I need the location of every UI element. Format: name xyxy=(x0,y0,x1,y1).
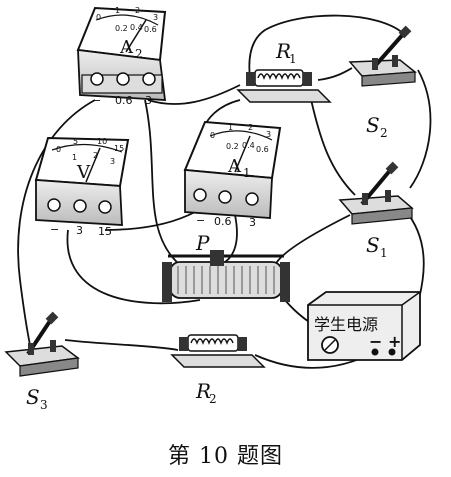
rheostat-p: P xyxy=(162,231,290,302)
r1-letter: R xyxy=(275,39,291,63)
r2-letter: R xyxy=(195,379,211,403)
r1-subscript: 1 xyxy=(289,52,297,66)
wire-r1-to-s2 xyxy=(317,67,353,81)
voltmeter-symbol: V xyxy=(76,162,91,183)
a2-tick-small-2: 0.6 xyxy=(144,25,157,34)
v-tick-small-3: 3 xyxy=(110,157,115,166)
wire-v15-to-a1 xyxy=(104,211,196,231)
a1-tick-small-2: 0.6 xyxy=(256,145,269,154)
power-supply-minus: − xyxy=(369,332,382,351)
wire-s2-right-to-s1 xyxy=(409,69,432,189)
wire-a2-left-down xyxy=(17,99,96,346)
s1-letter: S xyxy=(366,233,380,257)
power-supply-label: 学生电源 xyxy=(314,315,378,334)
wire-a2-to-r1 xyxy=(147,84,241,105)
a2-tick-2: 2 xyxy=(135,6,140,15)
r2-subscript: 2 xyxy=(209,392,217,406)
a1-tick-2: 2 xyxy=(248,123,253,132)
wire-r1-right-to-s1 xyxy=(309,94,356,196)
wire-voltmeter-to-rheostat xyxy=(66,229,201,305)
switch-s1: S 1 xyxy=(338,161,414,260)
a2-subscript: 2 xyxy=(135,47,143,61)
v-tick-small-1: 1 xyxy=(72,153,77,162)
v-tick-small-2: 2 xyxy=(93,151,98,160)
a1-tick-3: 3 xyxy=(266,130,271,139)
s3-letter: S xyxy=(26,385,40,409)
resistor-r1: R 1 xyxy=(236,39,332,103)
rheostat-letter: P xyxy=(195,231,210,255)
a2-tick-3: 3 xyxy=(153,13,158,22)
v-tick-5: 5 xyxy=(73,137,78,146)
wire-s1-to-rheostat xyxy=(274,214,351,266)
a2-terminal-06: 0.6 xyxy=(115,94,133,107)
s3-subscript: 3 xyxy=(40,398,48,412)
wire-a1-to-rheostat xyxy=(224,214,238,263)
voltmeter: 0 5 10 15 1 2 3 V − 3 15 xyxy=(34,136,130,238)
a1-tick-small-1: 0.4 xyxy=(242,141,255,150)
a1-terminal-3: 3 xyxy=(249,216,256,229)
ammeter-a2: 0 1 2 3 0.2 0.4 0.6 A 2 − 0.6 3 xyxy=(76,6,167,107)
a1-subscript: 1 xyxy=(243,166,251,180)
v-tick-10: 10 xyxy=(97,137,107,146)
wire-a2-3-to-rheostat xyxy=(144,99,181,266)
switch-s2: S 2 xyxy=(348,25,417,140)
s2-letter: S xyxy=(366,113,380,137)
a1-tick-1: 1 xyxy=(228,123,233,132)
a2-tick-0: 0 xyxy=(96,13,101,22)
a1-tick-small-0: 0.2 xyxy=(226,142,239,151)
v-tick-0: 0 xyxy=(56,145,61,154)
power-supply: 学生电源 − + xyxy=(307,291,421,361)
a2-terminal-minus: − xyxy=(92,94,101,107)
resistor-r2: R 2 xyxy=(170,334,266,406)
a1-tick-0: 0 xyxy=(210,131,215,140)
a1-terminal-minus: − xyxy=(196,214,205,227)
v-terminal-minus: − xyxy=(50,223,59,236)
ammeter-a1: 0 1 2 3 0.2 0.4 0.6 A 1 − 0.6 3 xyxy=(183,120,282,229)
s2-subscript: 2 xyxy=(380,126,388,140)
wire-s2-top-to-r1-left xyxy=(248,14,406,79)
power-supply-plus: + xyxy=(388,332,401,351)
v-tick-15: 15 xyxy=(114,144,124,153)
v-terminal-15: 15 xyxy=(98,225,112,238)
a2-tick-small-1: 0.4 xyxy=(130,23,143,32)
figure-caption: 第 10 题图 xyxy=(168,444,283,469)
a2-tick-1: 1 xyxy=(115,6,120,15)
a1-symbol: A xyxy=(227,156,242,177)
a2-terminal-3: 3 xyxy=(145,94,152,107)
s1-subscript: 1 xyxy=(380,246,388,260)
switch-s3: S 3 xyxy=(4,311,80,412)
v-terminal-3: 3 xyxy=(76,224,83,237)
wire-s3-to-r2 xyxy=(64,339,179,351)
a2-symbol: A xyxy=(119,37,134,58)
a2-tick-small-0: 0.2 xyxy=(115,24,128,33)
a1-terminal-06: 0.6 xyxy=(214,215,232,228)
